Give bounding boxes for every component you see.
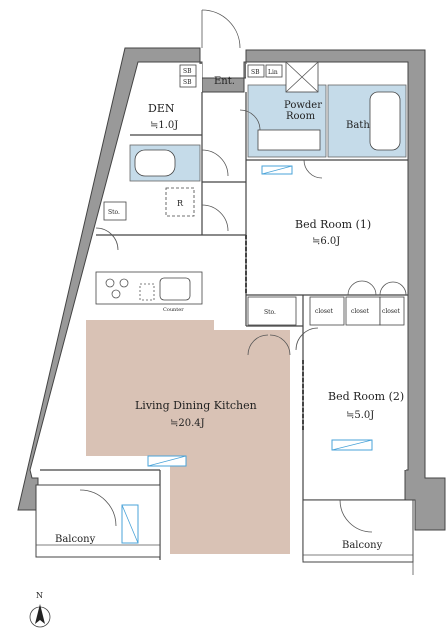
sto-left-label: Sto. (108, 209, 120, 216)
sto-middle (247, 296, 297, 326)
doors (79, 9, 407, 533)
counter-label: Counter (163, 307, 184, 313)
sb-label-3: SB (251, 69, 260, 76)
bed2-size: ≒5.0J (346, 410, 374, 421)
entrance-label: Ent. (214, 76, 235, 87)
ldk-label: Living Dining Kitchen (135, 399, 257, 412)
fridge-label: R (177, 199, 184, 208)
fridge-space (165, 187, 195, 217)
balcony-right-area (302, 499, 414, 563)
toilet (134, 149, 176, 177)
north-arrow-icon (35, 604, 45, 624)
closet-2-box (345, 296, 381, 326)
closet-label-1: closet (315, 308, 334, 315)
sb-box-3 (247, 64, 265, 78)
lin-label: Lin (268, 69, 278, 76)
compass-north-label: N (36, 591, 43, 600)
closet-label-2: closet (351, 308, 370, 315)
den-size: ≒1.0J (150, 120, 178, 131)
exterior-wall (17, 47, 446, 531)
bath-label: Bath (346, 120, 370, 131)
sb-label-2: SB (183, 79, 192, 86)
sink-powder (257, 129, 321, 151)
ldk-size: ≒20.4J (170, 418, 205, 429)
lin-box (265, 64, 283, 78)
sb-box-2 (179, 75, 197, 88)
bed2-label: Bed Room (2) (328, 390, 404, 403)
powder-label-1: Powder (284, 100, 322, 111)
bathtub (369, 91, 401, 151)
closet-label-3: closet (382, 308, 401, 315)
powder-label-2: Room (286, 111, 316, 122)
ldk-floor-lower (170, 330, 290, 554)
windows (121, 165, 373, 544)
bed1-size: ≒6.0J (312, 236, 340, 247)
storage-left (103, 201, 127, 221)
sb-label-1: SB (183, 68, 192, 75)
bed1-label: Bed Room (1) (295, 218, 371, 231)
den-label: DEN (148, 102, 175, 115)
compass: N (29, 591, 51, 628)
balcony-right-label: Balcony (342, 540, 383, 551)
closet-1-box (309, 296, 345, 326)
kitchen-sink (159, 277, 191, 301)
balcony-left-label: Balcony (55, 534, 96, 545)
ldk-floor-mid (214, 330, 244, 332)
balcony-left-area (35, 484, 161, 558)
closet-3-box (379, 296, 405, 326)
sto-mid-label: Sto. (264, 309, 276, 316)
